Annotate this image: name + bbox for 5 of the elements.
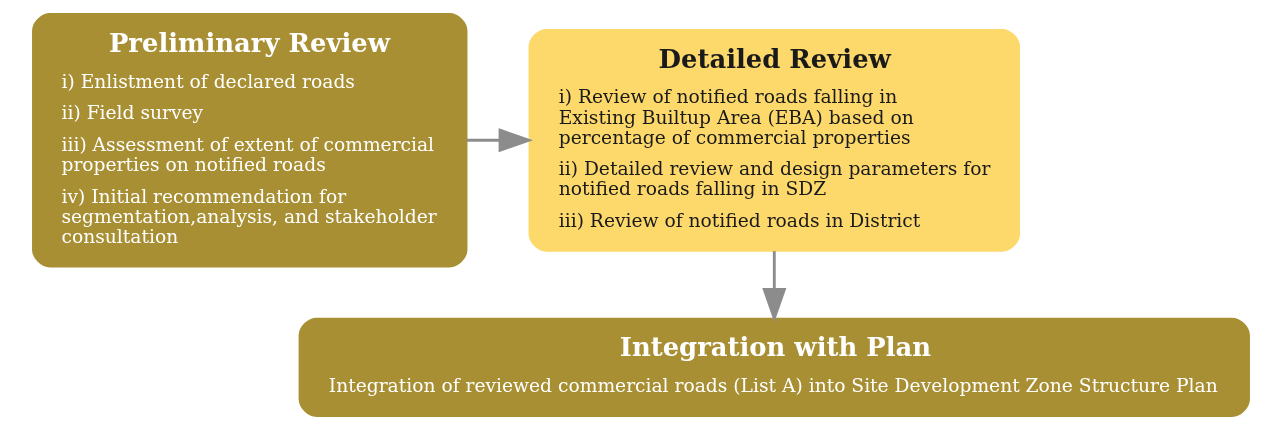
node-box: Detailed Review i) Review of notified roads falling in Existing Builtup Area (EBA) based on percentage of commercial properties ii) Detailed review and design parameters for notified roads falling in SDZ iii) Review of notified roads in District <box>528 28 1021 252</box>
arrow <box>466 128 534 153</box>
node-box: Integration with Plan Integration of reviewed commercial roads (List A) into Site Development Zone Structure Plan <box>298 317 1250 417</box>
arrow <box>762 251 787 323</box>
node-box: Preliminary Review i) Enlistment of declared roads ii) Field survey iii) Assessment of extent of commercial properties on notified roads iv) Initial recommendation for segmentation,analysis, and stakeholder consultation <box>32 13 468 268</box>
